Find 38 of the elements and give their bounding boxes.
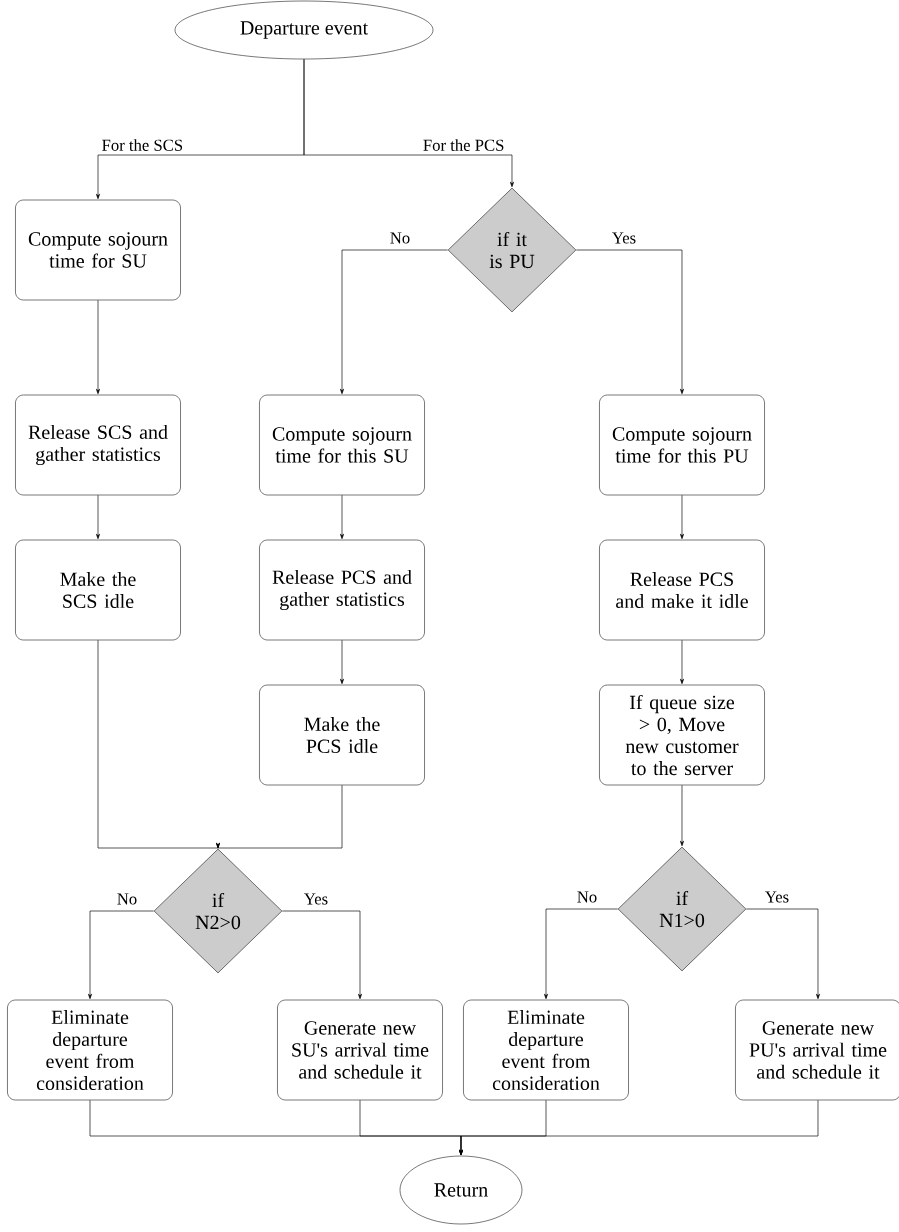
- arrow: [97, 639, 220, 849]
- arrow: [745, 908, 820, 1000]
- edge-label: No: [117, 893, 137, 905]
- process-box: Release PCS and gather statistics: [259, 539, 425, 641]
- arrow: [459, 1099, 819, 1156]
- arrow: [88, 910, 155, 1000]
- arrow: [281, 910, 362, 1000]
- process-box: Release SCS and gather statistics: [15, 394, 181, 496]
- arrow: [96, 494, 100, 540]
- edge-label: Yes: [304, 893, 328, 905]
- edge-label: Yes: [765, 891, 789, 903]
- edge-label: No: [390, 232, 410, 244]
- process-box: Eliminate departure event from consideration: [463, 999, 629, 1101]
- edge-label: No: [577, 891, 597, 903]
- edge-label: Yes: [612, 232, 636, 244]
- process-box: Eliminate departure event from consideration: [7, 999, 173, 1101]
- process-box: Compute sojourn time for SU: [15, 199, 181, 301]
- arrow: [216, 784, 343, 849]
- arrow: [680, 784, 684, 847]
- edge-label: For the PCS: [423, 139, 504, 151]
- arrow: [544, 908, 619, 1000]
- edge-label: For the SCS: [102, 139, 183, 151]
- arrow: [340, 494, 344, 540]
- arrow: [340, 639, 344, 685]
- arrow: [340, 249, 449, 395]
- process-box: Compute sojourn time for this SU: [259, 394, 425, 496]
- arrow: [575, 249, 684, 395]
- arrow: [303, 58, 514, 188]
- arrow: [680, 494, 684, 540]
- process-box: Make the SCS idle: [15, 539, 181, 641]
- arrow: [96, 299, 100, 395]
- process-box: Generate new SU's arrival time and schedule it: [277, 999, 443, 1101]
- process-box: Make the PCS idle: [259, 684, 425, 786]
- process-box: Generate new PU's arrival time and schedule it: [735, 999, 899, 1101]
- process-box: Compute sojourn time for this PU: [599, 394, 765, 496]
- arrow: [680, 639, 684, 685]
- process-box: Release PCS and make it idle: [599, 539, 765, 641]
- process-box: If queue size > 0, Move new customer to the server: [599, 684, 765, 786]
